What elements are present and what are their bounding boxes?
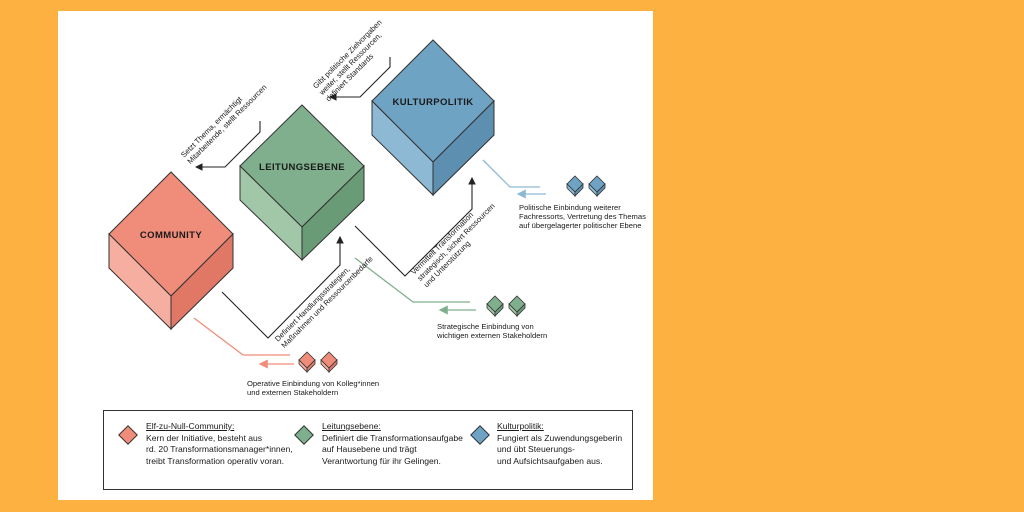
legend-item-community: Elf-zu-Null-Community: Kern der Initiati… bbox=[146, 421, 293, 466]
svg-text:Strategische Einbindung von: Strategische Einbindung von bbox=[437, 322, 534, 331]
arrow-community-to-leitung bbox=[221, 235, 344, 339]
svg-text:strategisch, sichert Ressource: strategisch, sichert Ressourcen bbox=[415, 202, 496, 283]
arrow-kultur-to-leitung bbox=[328, 57, 391, 101]
svg-text:Setzt Thema, ermächtigt: Setzt Thema, ermächtigt bbox=[179, 94, 244, 159]
arrow-stakeholder-leitung bbox=[354, 257, 470, 303]
svg-text:Operative Einbindung von Kolle: Operative Einbindung von Kolleg*innen bbox=[247, 379, 379, 388]
cube-community: COMMUNITY bbox=[108, 171, 234, 331]
arrow-leitung-to-kultur bbox=[354, 176, 476, 277]
cube-label-leitungsebene: LEITUNGSEBENE bbox=[259, 162, 345, 173]
arrow-stakeholder-community bbox=[193, 317, 290, 356]
svg-text:auf übergelagerter politischer: auf übergelagerter politischer Ebene bbox=[519, 221, 641, 230]
legend-item-kultur: Kulturpolitik: Fungiert als Zuwendungsge… bbox=[497, 421, 623, 466]
legend-box bbox=[103, 410, 633, 490]
svg-text:Politische Einbindung weiterer: Politische Einbindung weiterer bbox=[519, 203, 621, 212]
stakeholder-icons-kultur bbox=[566, 175, 606, 197]
legend-title: Kulturpolitik: bbox=[497, 421, 544, 431]
arrow-leitung-to-community bbox=[194, 121, 261, 171]
cube-kulturpolitik: KULTURPOLITIK bbox=[371, 39, 495, 197]
svg-text:Maßnahmen und Ressourcenbedarf: Maßnahmen und Ressourcenbedarfe bbox=[279, 254, 374, 349]
svg-text:und externen Stakeholdern: und externen Stakeholdern bbox=[247, 388, 338, 397]
svg-text:Definiert Handlungsstrategien,: Definiert Handlungsstrategien, bbox=[273, 265, 352, 344]
cube-leitungsebene: LEITUNGSEBENE bbox=[239, 104, 365, 262]
legend-item-leitung: Leitungsebene: Definiert die Transformat… bbox=[322, 421, 463, 466]
stakeholder-icons-leitung bbox=[486, 295, 526, 317]
stakeholder-text-strategisch: Strategische Einbindung von wichtigen ex… bbox=[436, 322, 547, 340]
label-bottom-left: Definiert Handlungsstrategien, Maßnahmen… bbox=[273, 254, 375, 349]
cube-label-community: COMMUNITY bbox=[140, 230, 202, 241]
svg-text:weiter, stellt Ressourcen,: weiter, stellt Ressourcen, bbox=[317, 31, 384, 98]
legend-title: Leitungsebene: bbox=[322, 421, 381, 431]
stakeholder-icons-community bbox=[298, 351, 338, 373]
stakeholder-text-politisch: Politische Einbindung weiterer Fachresso… bbox=[519, 203, 646, 230]
stakeholder-text-operativ: Operative Einbindung von Kolleg*innen un… bbox=[247, 379, 379, 397]
svg-text:Fachressorts, Vertretung des T: Fachressorts, Vertretung des Themas bbox=[519, 212, 646, 221]
label-bottom-right: Vermittelt Transformation strategisch, s… bbox=[409, 202, 497, 290]
arrow-stakeholder-kultur bbox=[482, 159, 540, 188]
cube-label-kulturpolitik: KULTURPOLITIK bbox=[392, 97, 473, 108]
legend-title: Elf-zu-Null-Community: bbox=[146, 421, 235, 431]
svg-text:wichtigen externen Stakeholder: wichtigen externen Stakeholdern bbox=[436, 331, 547, 340]
